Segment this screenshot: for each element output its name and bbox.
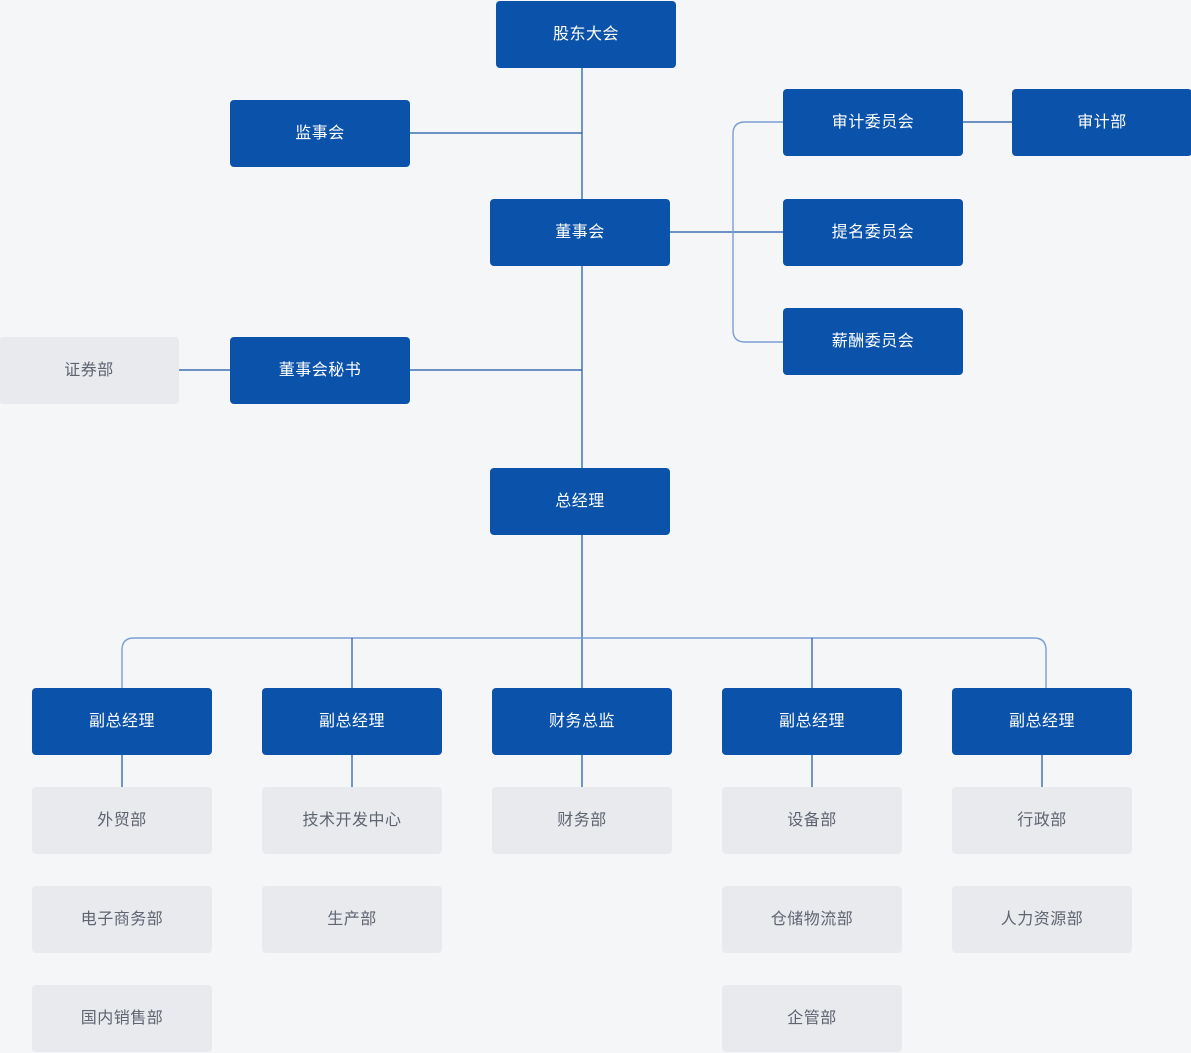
org-node-deputy-gm-4[interactable]: 副总经理 bbox=[952, 688, 1132, 755]
org-node-label: 审计委员会 bbox=[831, 113, 915, 131]
org-node-label: 副总经理 bbox=[1008, 712, 1075, 730]
org-node-enterprise-mgmt[interactable]: 企管部 bbox=[722, 985, 902, 1052]
org-node-label: 薪酬委员会 bbox=[831, 332, 915, 350]
org-node-label: 副总经理 bbox=[88, 712, 155, 730]
org-node-label: 副总经理 bbox=[318, 712, 385, 730]
org-node-label: 技术开发中心 bbox=[302, 811, 402, 829]
org-node-shareholders[interactable]: 股东大会 bbox=[496, 1, 676, 68]
org-node-label: 总经理 bbox=[555, 492, 605, 510]
connector-bus-left-elbow bbox=[121, 637, 135, 688]
org-node-audit-committee[interactable]: 审计委员会 bbox=[783, 89, 963, 156]
org-node-label: 审计部 bbox=[1077, 113, 1127, 131]
org-node-deputy-gm-2[interactable]: 副总经理 bbox=[262, 688, 442, 755]
org-node-label: 生产部 bbox=[327, 910, 377, 928]
org-node-foreign-trade[interactable]: 外贸部 bbox=[32, 787, 212, 854]
org-node-audit-dept[interactable]: 审计部 bbox=[1012, 89, 1191, 156]
org-node-label: 董事会秘书 bbox=[278, 361, 362, 379]
org-node-ecommerce-dept[interactable]: 电子商务部 bbox=[32, 886, 212, 953]
org-node-deputy-gm-3[interactable]: 副总经理 bbox=[722, 688, 902, 755]
connector-board-bracket bbox=[732, 121, 783, 343]
org-node-label: 副总经理 bbox=[778, 712, 845, 730]
org-node-label: 国内销售部 bbox=[80, 1009, 164, 1027]
org-node-supervisory[interactable]: 监事会 bbox=[230, 100, 410, 167]
org-node-label: 董事会 bbox=[555, 223, 605, 241]
org-node-label: 财务总监 bbox=[548, 712, 615, 730]
org-node-cfo[interactable]: 财务总监 bbox=[492, 688, 672, 755]
org-node-label: 股东大会 bbox=[552, 25, 619, 43]
org-node-general-manager[interactable]: 总经理 bbox=[490, 468, 670, 535]
org-node-label: 人力资源部 bbox=[1000, 910, 1084, 928]
org-node-label: 仓储物流部 bbox=[770, 910, 854, 928]
org-node-finance-dept[interactable]: 财务部 bbox=[492, 787, 672, 854]
org-node-board[interactable]: 董事会 bbox=[490, 199, 670, 266]
org-node-tech-center[interactable]: 技术开发中心 bbox=[262, 787, 442, 854]
org-node-label: 外贸部 bbox=[97, 811, 147, 829]
org-node-hr-dept[interactable]: 人力资源部 bbox=[952, 886, 1132, 953]
org-node-label: 设备部 bbox=[787, 811, 837, 829]
org-node-board-secretary[interactable]: 董事会秘书 bbox=[230, 337, 410, 404]
org-node-label: 行政部 bbox=[1017, 811, 1067, 829]
org-node-label: 企管部 bbox=[787, 1009, 837, 1027]
org-node-label: 电子商务部 bbox=[80, 910, 164, 928]
org-node-warehouse-dept[interactable]: 仓储物流部 bbox=[722, 886, 902, 953]
org-node-securities-dept[interactable]: 证券部 bbox=[0, 337, 179, 404]
org-node-label: 证券部 bbox=[64, 361, 114, 379]
org-node-equipment-dept[interactable]: 设备部 bbox=[722, 787, 902, 854]
org-node-deputy-gm-1[interactable]: 副总经理 bbox=[32, 688, 212, 755]
org-node-label: 提名委员会 bbox=[831, 223, 915, 241]
connector-bus-right-elbow bbox=[1033, 637, 1047, 688]
org-node-label: 监事会 bbox=[295, 124, 345, 142]
org-node-domestic-sales[interactable]: 国内销售部 bbox=[32, 985, 212, 1052]
org-node-label: 财务部 bbox=[557, 811, 607, 829]
org-node-nomination[interactable]: 提名委员会 bbox=[783, 199, 963, 266]
org-node-production-dept[interactable]: 生产部 bbox=[262, 886, 442, 953]
org-node-remuneration[interactable]: 薪酬委员会 bbox=[783, 308, 963, 375]
org-node-admin-dept[interactable]: 行政部 bbox=[952, 787, 1132, 854]
